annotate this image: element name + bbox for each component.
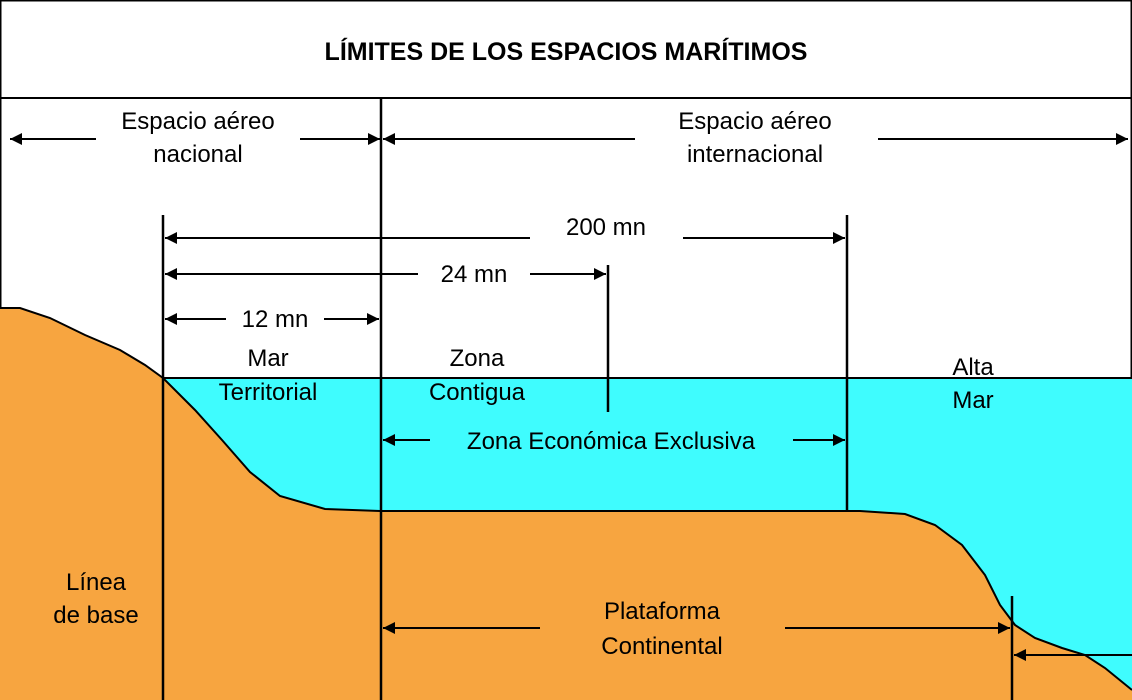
linea-base-label-2: de base <box>53 602 138 629</box>
mar-territorial-label-1: Mar <box>247 345 288 372</box>
page-title: LÍMITES DE LOS ESPACIOS MARÍTIMOS <box>325 37 808 66</box>
plataforma-label-2: Continental <box>601 633 722 660</box>
24mn-label: 24 mn <box>441 261 508 288</box>
200mn-label: 200 mn <box>566 214 646 241</box>
12mn-label: 12 mn <box>242 306 309 333</box>
alta-mar-label-1: Alta <box>952 354 994 381</box>
espacio-internacional-label-1: Espacio aéreo <box>678 108 831 135</box>
espacio-nacional-label-2: nacional <box>153 141 242 168</box>
zona-contigua-label-1: Zona <box>450 345 505 372</box>
espacio-internacional-label-2: internacional <box>687 141 823 168</box>
zona-contigua-label-2: Contigua <box>429 379 526 406</box>
espacio-nacional-label-1: Espacio aéreo <box>121 108 274 135</box>
land-area <box>0 308 1132 700</box>
zee-label: Zona Económica Exclusiva <box>467 428 756 455</box>
mar-territorial-label-2: Territorial <box>219 379 318 406</box>
linea-base-label-1: Línea <box>66 569 127 596</box>
alta-mar-label-2: Mar <box>952 387 993 414</box>
sea-area <box>163 378 1132 690</box>
plataforma-label-1: Plataforma <box>604 598 721 625</box>
